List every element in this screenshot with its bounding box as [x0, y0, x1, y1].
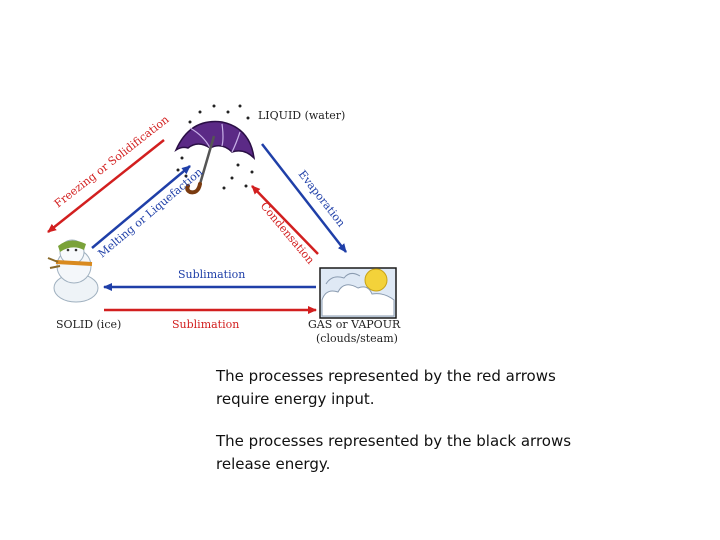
condensation-label: Condensation — [258, 200, 317, 267]
melting-arrow — [91, 165, 191, 249]
snowman-icon — [47, 239, 99, 303]
freezing-arrow — [47, 139, 165, 233]
sublimation-bottom-label: Sublimation — [172, 318, 239, 331]
solid-state-label: SOLID (ice) — [56, 318, 122, 331]
gas-state-label: GAS or VAPOUR — [308, 318, 401, 331]
liquid-state-label: LIQUID (water) — [258, 109, 346, 122]
umbrella-rain-icon — [174, 104, 256, 195]
condensation-arrow — [251, 185, 319, 255]
evaporation-arrow — [261, 143, 347, 253]
phase-change-diagram: Freezing or Solidification Melting or Li… — [47, 104, 397, 331]
gas-state-sublabel: (clouds/steam) — [316, 332, 398, 345]
red-arrow-note: The processes represented by the red arr… — [216, 367, 556, 408]
sublimation-top-label: Sublimation — [178, 268, 245, 281]
sun-clouds-icon — [319, 267, 397, 319]
black-arrow-note: The processes represented by the black a… — [216, 432, 572, 473]
